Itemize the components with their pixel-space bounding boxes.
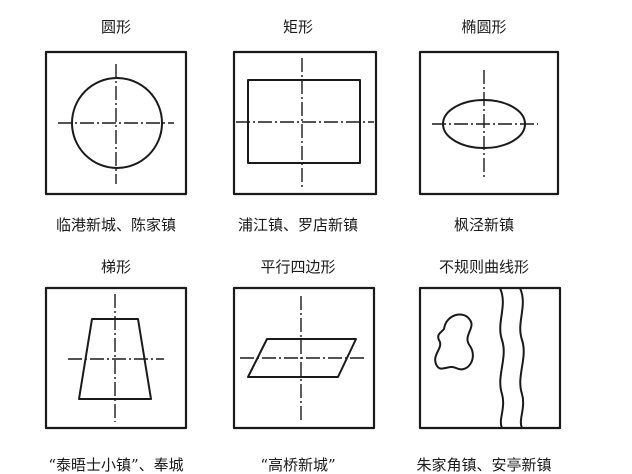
circle-shape-diagram [44,50,188,196]
frame [232,50,378,196]
trapezoid-shape-diagram [44,286,188,430]
panel-title: 不规则曲线形 [438,258,529,276]
ellipse-shape-diagram [418,50,560,196]
rectangle-shape-diagram [232,50,378,196]
frame [44,50,188,196]
frame [418,286,562,430]
frame [44,286,188,430]
trapezoid-outline [78,318,152,400]
circle-outline [71,77,163,169]
panel-title: 圆形 [100,18,131,36]
panel-caption: 枫泾新镇 [453,216,514,234]
wavy-line-right [519,287,525,429]
irregular-curve-shape-diagram [418,286,562,430]
panel-title: 椭圆形 [461,18,507,36]
parallelogram-outline [247,338,357,378]
frame [232,286,376,430]
panel-caption: 朱家角镇、安亭新镇 [416,456,552,474]
panel-title: 梯形 [100,258,131,276]
panel-caption: “高桥新城” [260,456,336,474]
parallelogram-shape-diagram [232,286,376,430]
panel-caption: “泰晤士小镇”、奉城 [48,456,184,474]
ellipse-outline [442,99,526,149]
panel-caption: 临港新城、陈家镇 [55,216,176,234]
wavy-line-left [499,287,505,429]
panel-title: 平行四边形 [260,258,336,276]
rectangle-outline [247,79,361,164]
irregular-blob-outline [434,313,474,371]
panel-caption: 浦江镇、罗店新镇 [237,216,358,234]
panel-title: 矩形 [282,18,313,36]
frame [418,50,560,196]
